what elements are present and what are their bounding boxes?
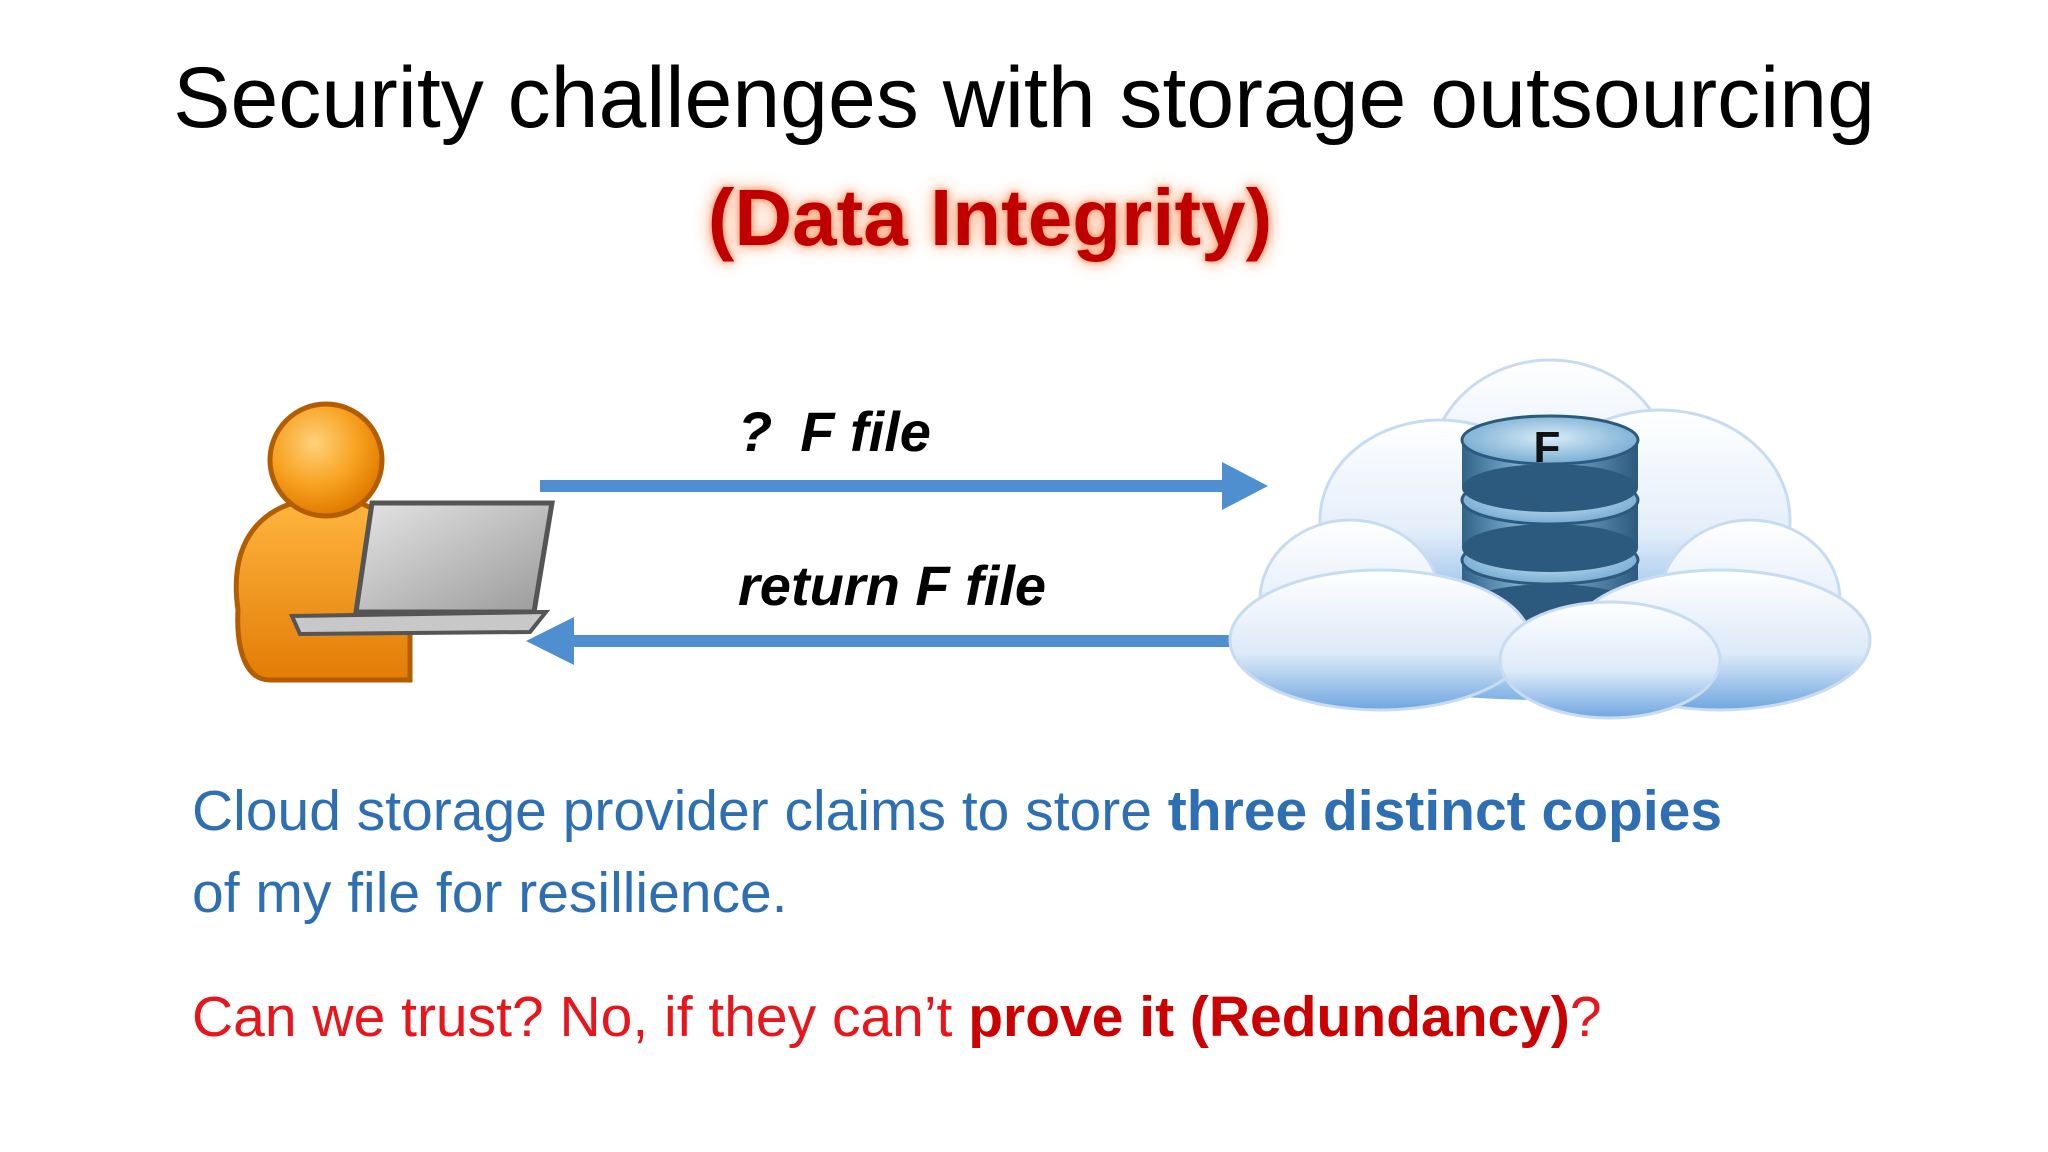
cloud-storage-icon: F	[1228, 358, 1872, 720]
database-icon: F	[1460, 414, 1640, 632]
claim-line-2: of my file for resillience.	[192, 861, 788, 925]
question-emphasis: prove it (Redundancy)	[968, 985, 1570, 1049]
question-text: Can we trust? No, if they can’t	[192, 985, 969, 1049]
response-label: return F file	[738, 554, 1047, 617]
response-arrow	[526, 617, 1254, 665]
storage-letter: F	[1534, 423, 1561, 472]
request-text: F file	[800, 400, 931, 463]
request-arrow	[540, 462, 1268, 510]
claim-text: Cloud storage provider claims to store	[192, 779, 1168, 843]
slide-subtitle: (Data Integrity)	[707, 173, 1273, 262]
slide-title: Security challenges with storage outsour…	[173, 50, 1875, 146]
question-paragraph: Can we trust? No, if they can’t prove it…	[192, 976, 1602, 1058]
claim-line-1: Cloud storage provider claims to store t…	[192, 770, 1722, 852]
question-suffix: ?	[1569, 985, 1602, 1049]
request-prefix: ?	[738, 400, 773, 463]
request-label: ? F file	[738, 400, 931, 464]
claim-emphasis: three distinct copies	[1167, 779, 1723, 843]
claim-paragraph: Cloud storage provider claims to store t…	[192, 770, 1722, 934]
user-with-laptop-icon	[233, 401, 555, 683]
